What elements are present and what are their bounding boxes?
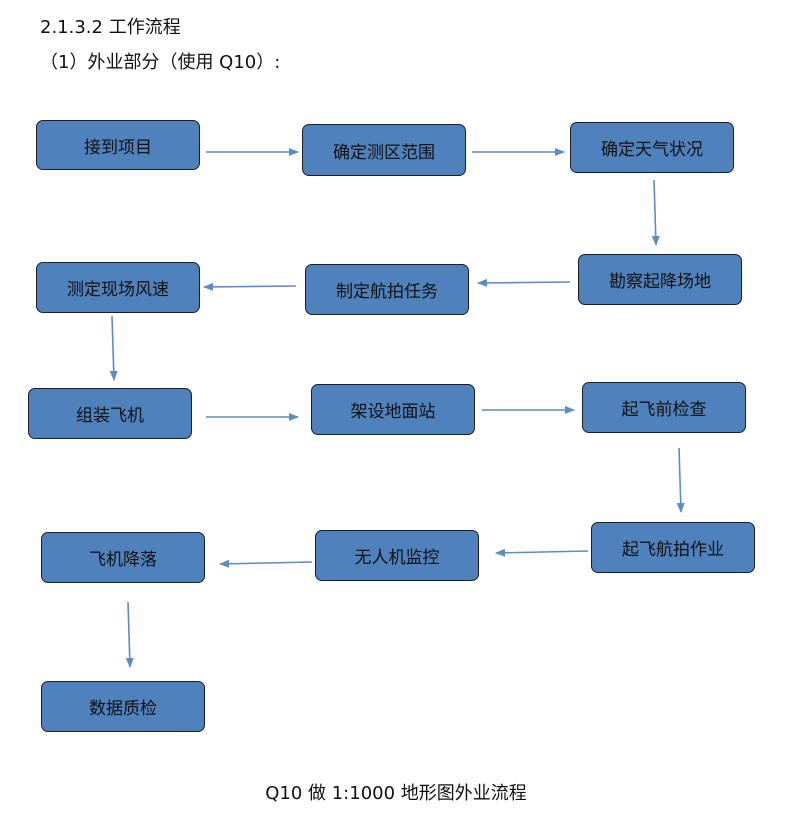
flow-step-aircraft-landing: 飞机降落 [41, 532, 205, 583]
flow-step-takeoff-aerial-photography: 起飞航拍作业 [591, 522, 755, 573]
arrow-12-13 [125, 601, 134, 668]
flow-step-survey-landing-site: 勘察起降场地 [578, 254, 742, 305]
sub-heading: （1）外业部分（使用 Q10）: [40, 52, 281, 73]
arrow-11-12 [219, 559, 313, 568]
flow-step-preflight-check: 起飞前检查 [582, 382, 746, 433]
arrow-4-5 [477, 278, 571, 287]
arrow-5-6 [203, 282, 297, 291]
flow-step-receive-project: 接到项目 [36, 120, 200, 170]
figure-caption: Q10 做 1:1000 地形图外业流程 [265, 783, 527, 804]
flow-step-data-quality-check: 数据质检 [41, 681, 205, 732]
arrow-3-4 [651, 179, 660, 246]
flow-step-drone-monitoring: 无人机监控 [315, 530, 479, 581]
flow-step-set-up-ground-station: 架设地面站 [311, 384, 475, 435]
section-heading: 2.1.3.2 工作流程 [40, 17, 181, 38]
arrow-6-7 [109, 315, 118, 381]
arrow-9-10 [676, 447, 685, 513]
flow-step-measure-wind-speed: 测定现场风速 [36, 262, 200, 313]
arrow-10-11 [495, 548, 589, 557]
flow-step-define-survey-area: 确定测区范围 [302, 124, 466, 176]
flow-step-assemble-aircraft: 组装飞机 [28, 388, 192, 439]
flow-step-plan-flight-mission: 制定航拍任务 [305, 264, 469, 315]
flow-step-check-weather: 确定天气状况 [570, 122, 734, 173]
